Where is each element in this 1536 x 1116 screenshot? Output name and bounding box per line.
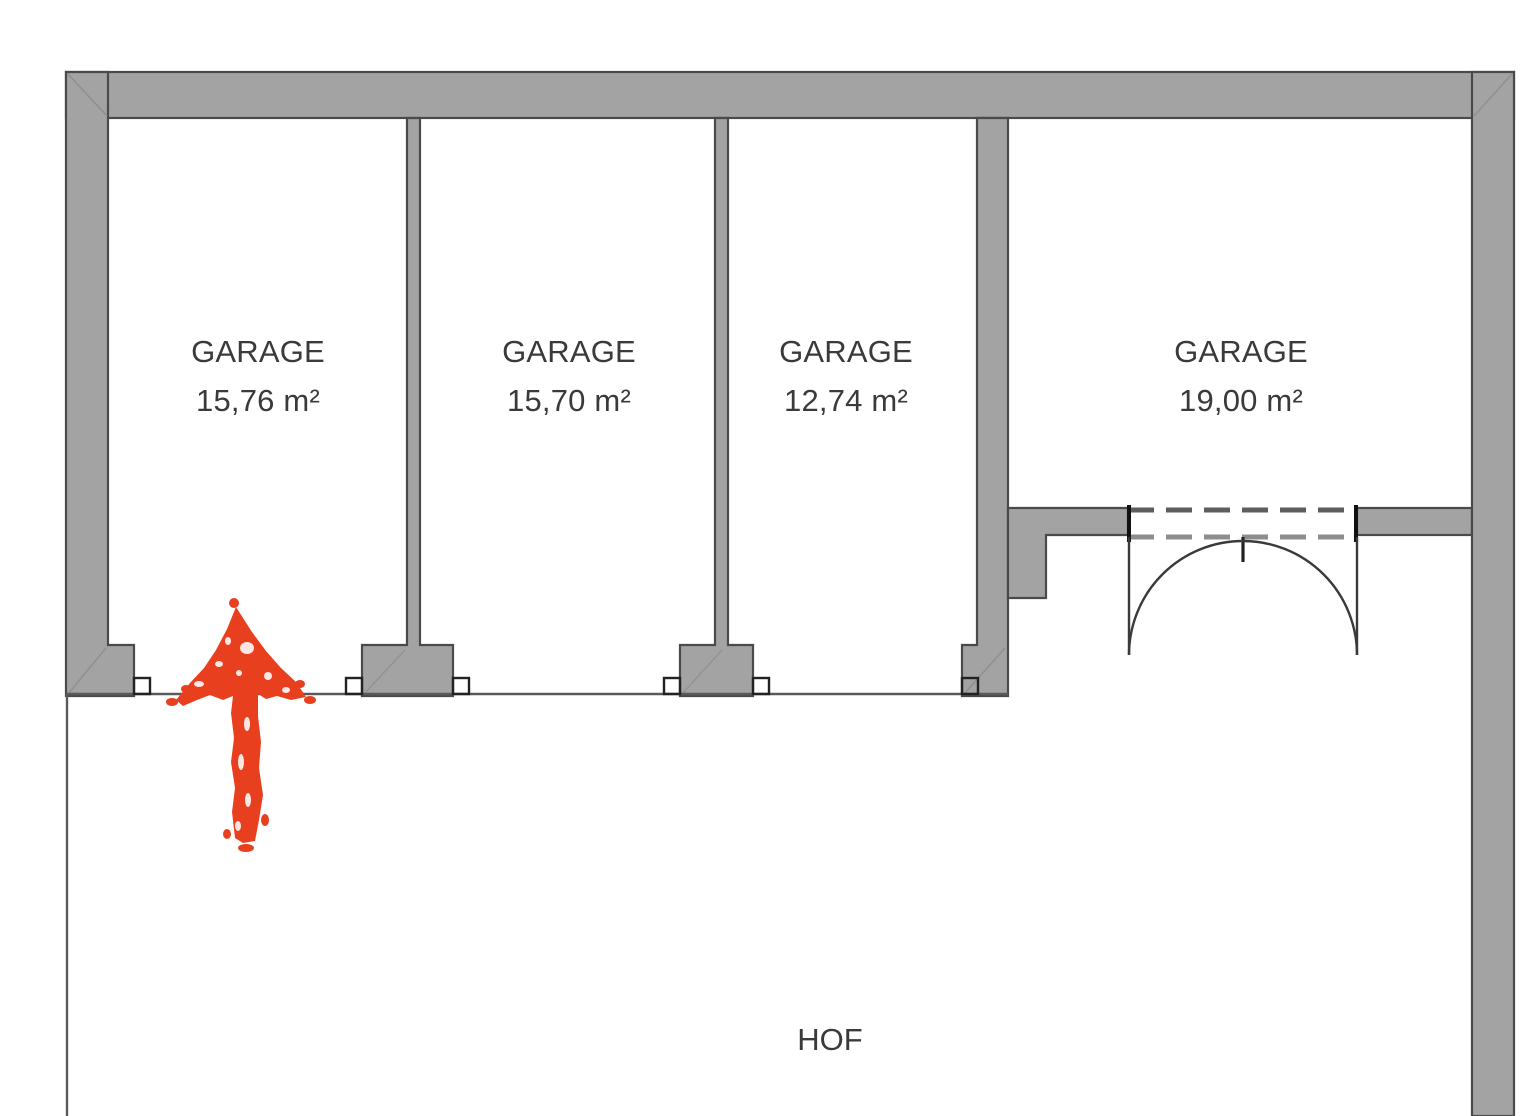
jamb-marker-g4-left — [960, 676, 980, 696]
red-arrow-flecks — [166, 598, 316, 852]
jamb-marker-g2-left — [344, 676, 364, 696]
room-label-garage-4: GARAGE 19,00 m² — [1010, 332, 1472, 422]
room-name-garage-2: GARAGE — [502, 334, 636, 369]
double-swing-door[interactable] — [1127, 505, 1359, 656]
corner-hairline-topright — [1473, 73, 1513, 117]
room-name-garage-3: GARAGE — [779, 334, 913, 369]
jamb-marker-g2-right — [451, 676, 471, 696]
room-area-garage-4: 19,00 m² — [1179, 382, 1303, 418]
red-arrow-annotation — [166, 598, 316, 852]
jamb-marker-group — [132, 676, 980, 696]
room-area-garage-1: 15,76 m² — [196, 382, 320, 418]
yard-name: HOF — [797, 1022, 863, 1057]
room-name-garage-4: GARAGE — [1174, 334, 1308, 369]
room-label-garage-2: GARAGE 15,70 m² — [424, 332, 714, 422]
wall-divider-3-4 — [960, 116, 1010, 698]
corner-hairline-pier-3-4 — [963, 647, 1006, 695]
corner-hairline-topleft — [67, 73, 108, 117]
room-name-garage-1: GARAGE — [191, 334, 325, 369]
jamb-marker-g3-left — [662, 676, 682, 696]
corner-hairline-bottomleft — [67, 647, 107, 695]
door-swing-arc-right — [1242, 539, 1359, 656]
wall-stub-door-left — [1006, 506, 1130, 600]
wall-divider-1-2 — [360, 116, 455, 698]
room-area-garage-3: 12,74 m² — [784, 382, 908, 418]
room-label-garage-3: GARAGE 12,74 m² — [716, 332, 976, 422]
corner-hairline-pier-1-2 — [363, 649, 406, 695]
wall-group — [64, 70, 1516, 1116]
yard-boundary-group — [65, 694, 69, 1116]
jamb-marker-g3-right — [751, 676, 771, 696]
corner-hairline-pier-2-3 — [681, 649, 723, 695]
wall-stub-door-right — [1355, 506, 1474, 537]
red-arrow-head — [176, 607, 306, 843]
wall-right-exterior — [1470, 70, 1516, 1116]
door-swing-arc-left — [1127, 539, 1244, 656]
jamb-marker-g1-right — [132, 676, 152, 696]
room-area-garage-2: 15,70 m² — [507, 382, 631, 418]
yard-label-hof: HOF — [680, 1022, 980, 1058]
wall-divider-2-3 — [678, 116, 755, 698]
room-label-garage-1: GARAGE 15,76 m² — [108, 332, 408, 422]
red-arrow-texture — [194, 614, 290, 831]
wall-top-exterior — [64, 70, 1516, 120]
